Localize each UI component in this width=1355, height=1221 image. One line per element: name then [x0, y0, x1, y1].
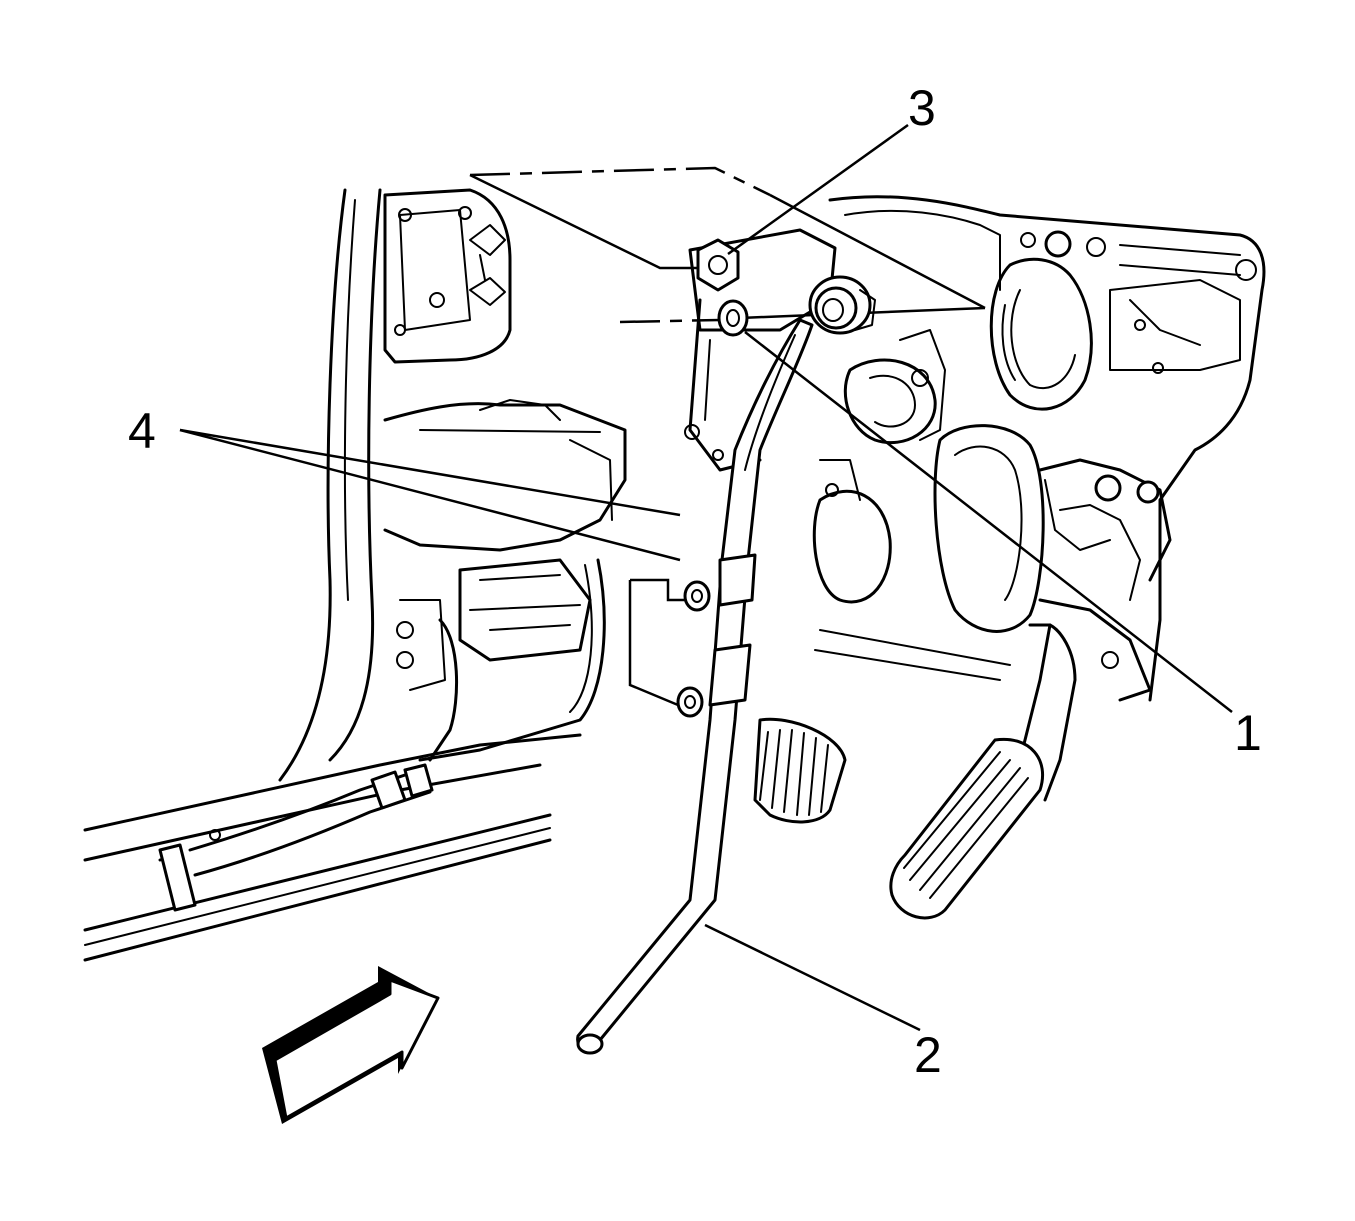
a-pillar	[278, 188, 382, 782]
callout-2: 2	[914, 1027, 942, 1083]
nut-1	[717, 299, 749, 337]
callout-1: 1	[1234, 705, 1262, 761]
door-sill	[83, 733, 582, 962]
upper-left-bracket	[383, 188, 512, 364]
mount-stud	[808, 275, 876, 335]
leader-1	[744, 331, 1233, 713]
leader-2	[704, 923, 921, 1032]
leader-lines	[179, 123, 1233, 1032]
firewall-panel	[828, 195, 1266, 702]
view-direction-arrow	[262, 966, 440, 1124]
leader-4a	[179, 428, 681, 517]
reference-lines	[469, 166, 986, 324]
hood-prop-rod-2	[576, 318, 814, 1055]
retainer-clips	[628, 553, 757, 718]
leader-3	[727, 123, 909, 256]
nut-3	[696, 238, 740, 292]
leader-4b	[179, 428, 681, 562]
callout-3: 3	[908, 80, 936, 136]
brake-booster-area	[812, 329, 1045, 681]
callout-4: 4	[128, 403, 156, 459]
left-lower-components	[383, 399, 627, 762]
accelerator-pedal	[889, 623, 1077, 920]
brake-pedal	[753, 717, 847, 824]
accelerator-mount	[1038, 458, 1172, 702]
